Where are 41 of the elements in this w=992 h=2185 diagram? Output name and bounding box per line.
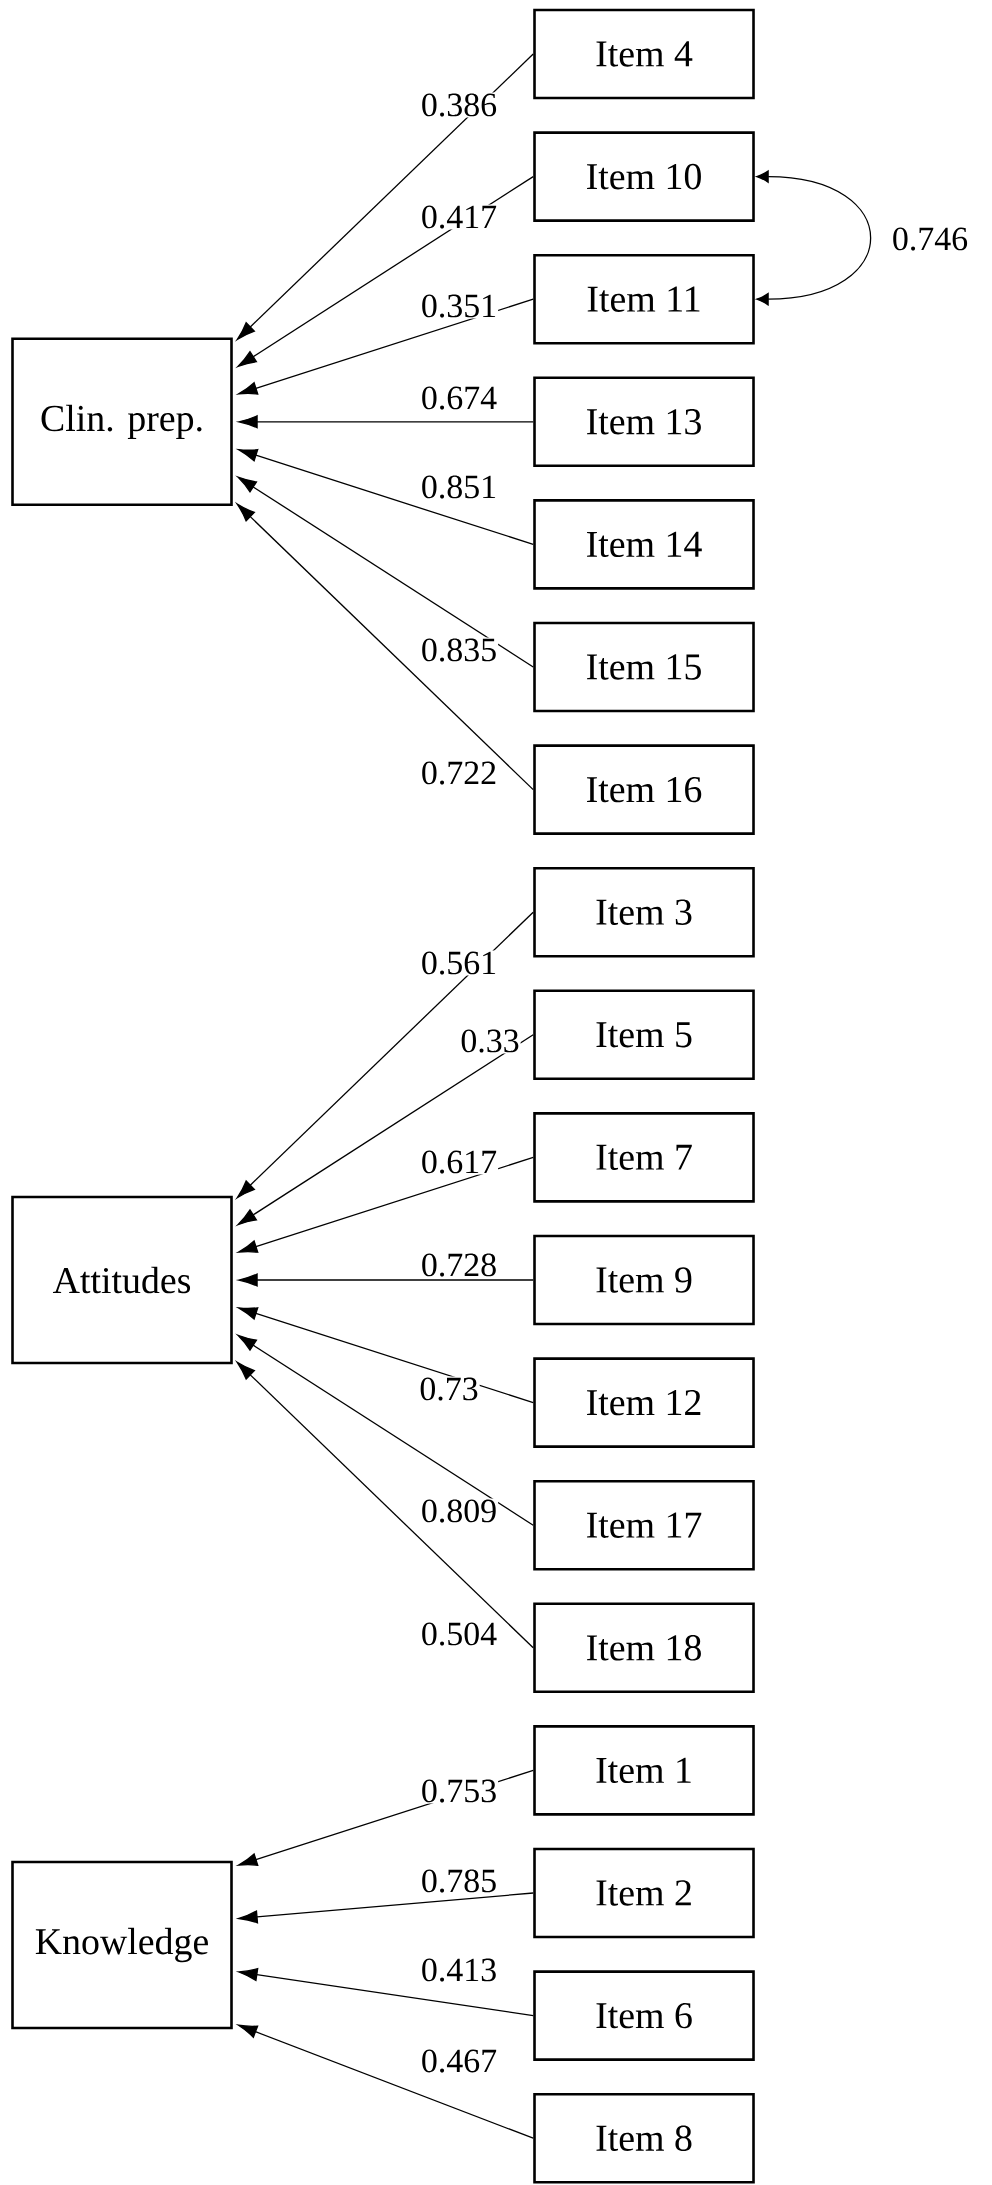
item-box: Item 6 xyxy=(533,1970,755,2061)
factor-box: Attitudes xyxy=(11,1195,233,1365)
item-box: Item 12 xyxy=(533,1357,755,1448)
arrow xyxy=(238,1156,534,1253)
item-box: Item 17 xyxy=(533,1479,755,1571)
arrow xyxy=(238,1307,534,1404)
item-box: Item 1 xyxy=(533,1725,755,1816)
item-box: Item 15 xyxy=(533,621,755,713)
edge-label: 0.33 xyxy=(459,1028,521,1054)
item-box: Item 14 xyxy=(533,499,755,590)
arrow xyxy=(238,415,534,429)
arrow xyxy=(236,53,534,341)
arrow xyxy=(237,175,534,368)
item-box: Item 8 xyxy=(533,2092,755,2184)
item-box: Item 7 xyxy=(533,1112,755,1203)
item-box: Item 4 xyxy=(533,8,755,100)
arrow xyxy=(237,1034,534,1226)
arrow xyxy=(237,2024,534,2139)
arrow xyxy=(236,503,534,791)
item-box: Item 16 xyxy=(533,744,755,835)
arrow xyxy=(238,1892,534,1924)
factor-box: Clin. prep. xyxy=(11,337,233,507)
item-box: Item 11 xyxy=(533,253,755,345)
arrow xyxy=(236,1361,534,1649)
arrow xyxy=(237,476,534,668)
item-box: Item 2 xyxy=(533,1847,755,1939)
item-box: Item 10 xyxy=(533,131,755,222)
curved-arrow xyxy=(756,170,872,306)
arrow xyxy=(238,298,534,395)
item-box: Item 13 xyxy=(533,376,755,468)
item-box: Item 5 xyxy=(533,989,755,1081)
factor-box: Knowledge xyxy=(11,1860,233,2030)
arrow xyxy=(238,1273,534,1287)
edge-label: 0.73 xyxy=(418,1376,480,1402)
arrow xyxy=(236,911,534,1199)
item-box: Item 3 xyxy=(533,866,755,958)
item-box: Item 18 xyxy=(533,1602,755,1694)
arrow xyxy=(238,448,534,546)
arrow xyxy=(237,1334,534,1526)
item-box: Item 9 xyxy=(533,1234,755,1326)
arrow xyxy=(238,1968,534,2017)
